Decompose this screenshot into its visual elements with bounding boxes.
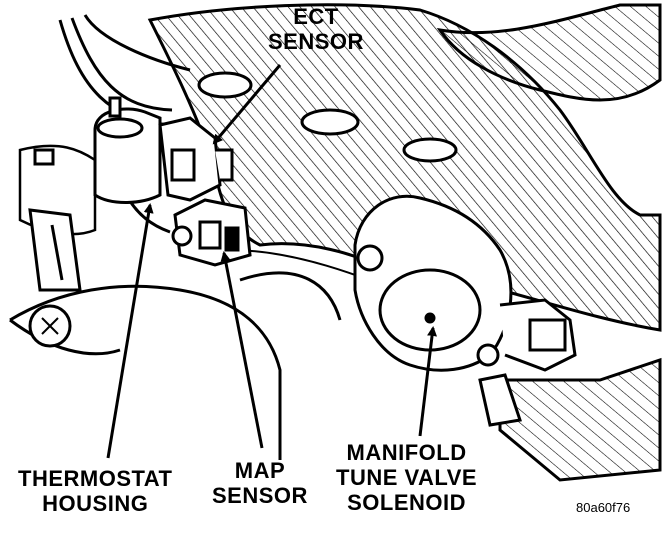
solenoid-label-line-1: MANIFOLD — [346, 440, 467, 465]
map-sensor-label-line-1: MAP — [234, 458, 286, 483]
intake-manifold — [147, 3, 662, 332]
thermostat-housing — [18, 96, 162, 292]
thermostat-housing-arrow — [106, 203, 154, 459]
ect-sensor-label-line-2: SENSOR — [268, 29, 364, 54]
solenoid-arrow — [418, 326, 438, 437]
thermostat-housing-label-line-2: HOUSING — [42, 491, 149, 516]
ect-sensor-label: ECT SENSOR — [268, 4, 364, 54]
map-sensor-label: MAP SENSOR — [212, 458, 308, 508]
manifold-tune-valve-solenoid-label: MANIFOLD TUNE VALVE SOLENOID — [336, 440, 477, 515]
ect-sensor-label-line-1: ECT — [293, 4, 339, 29]
figure-id: 80a60f76 — [576, 500, 631, 515]
map-sensor-arrow — [220, 251, 264, 449]
manifold-tune-valve-solenoid-body — [353, 194, 577, 372]
callout-arrows — [106, 64, 438, 459]
solenoid-label-line-3: SOLENOID — [347, 490, 466, 515]
ect-sensor-arrow — [212, 64, 282, 145]
thermostat-housing-label-line-1: THERMOSTAT — [18, 466, 173, 491]
map-sensor-label-line-2: SENSOR — [212, 483, 308, 508]
solenoid-label-line-2: TUNE VALVE — [336, 465, 478, 490]
thermostat-housing-label: THERMOSTAT HOUSING — [18, 466, 173, 516]
ect-sensor-body — [158, 116, 234, 202]
map-sensor-body — [171, 198, 252, 267]
lower-housing — [9, 271, 662, 482]
